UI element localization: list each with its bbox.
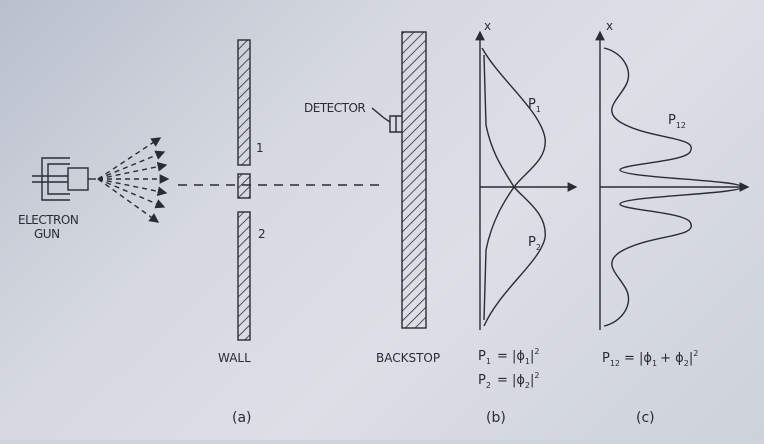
caption-a: (a) xyxy=(232,410,252,426)
curve-p1-label: P1 xyxy=(528,97,541,114)
equation-p2: P2= |ϕ2|2 xyxy=(478,371,540,390)
wall-label: WALL xyxy=(218,351,251,365)
curve-p1 xyxy=(481,47,546,321)
panel-b-axes xyxy=(475,30,578,330)
electron-gun-label-line2: GUN xyxy=(34,227,60,241)
curve-p2-label: P2 xyxy=(528,235,541,252)
caption-b: (b) xyxy=(486,410,506,426)
equation-p1: P1= |ϕ1|2 xyxy=(478,347,540,366)
slit-1-label: 1 xyxy=(256,141,263,155)
detector xyxy=(371,107,402,133)
equation-p12: P12= |ϕ1+ ϕ2|2 xyxy=(602,349,698,368)
curve-p2 xyxy=(483,54,546,327)
curve-p12-label: P12 xyxy=(668,113,686,130)
slit-2-label: 2 xyxy=(258,227,265,241)
detector-label: DETECTOR xyxy=(304,101,365,115)
panel-b-axis-x-label: x xyxy=(484,19,491,33)
panel-c-axes xyxy=(595,30,750,330)
panel-c-axis-x-label: x xyxy=(606,19,613,33)
electron-gun xyxy=(32,157,96,201)
caption-c: (c) xyxy=(636,410,655,426)
wall xyxy=(237,39,251,341)
curve-p12 xyxy=(603,47,743,327)
electron-spray xyxy=(97,137,170,223)
backstop xyxy=(401,31,427,329)
electron-gun-label-line1: ELECTRON xyxy=(18,213,78,227)
backstop-label: BACKSTOP xyxy=(376,351,440,365)
